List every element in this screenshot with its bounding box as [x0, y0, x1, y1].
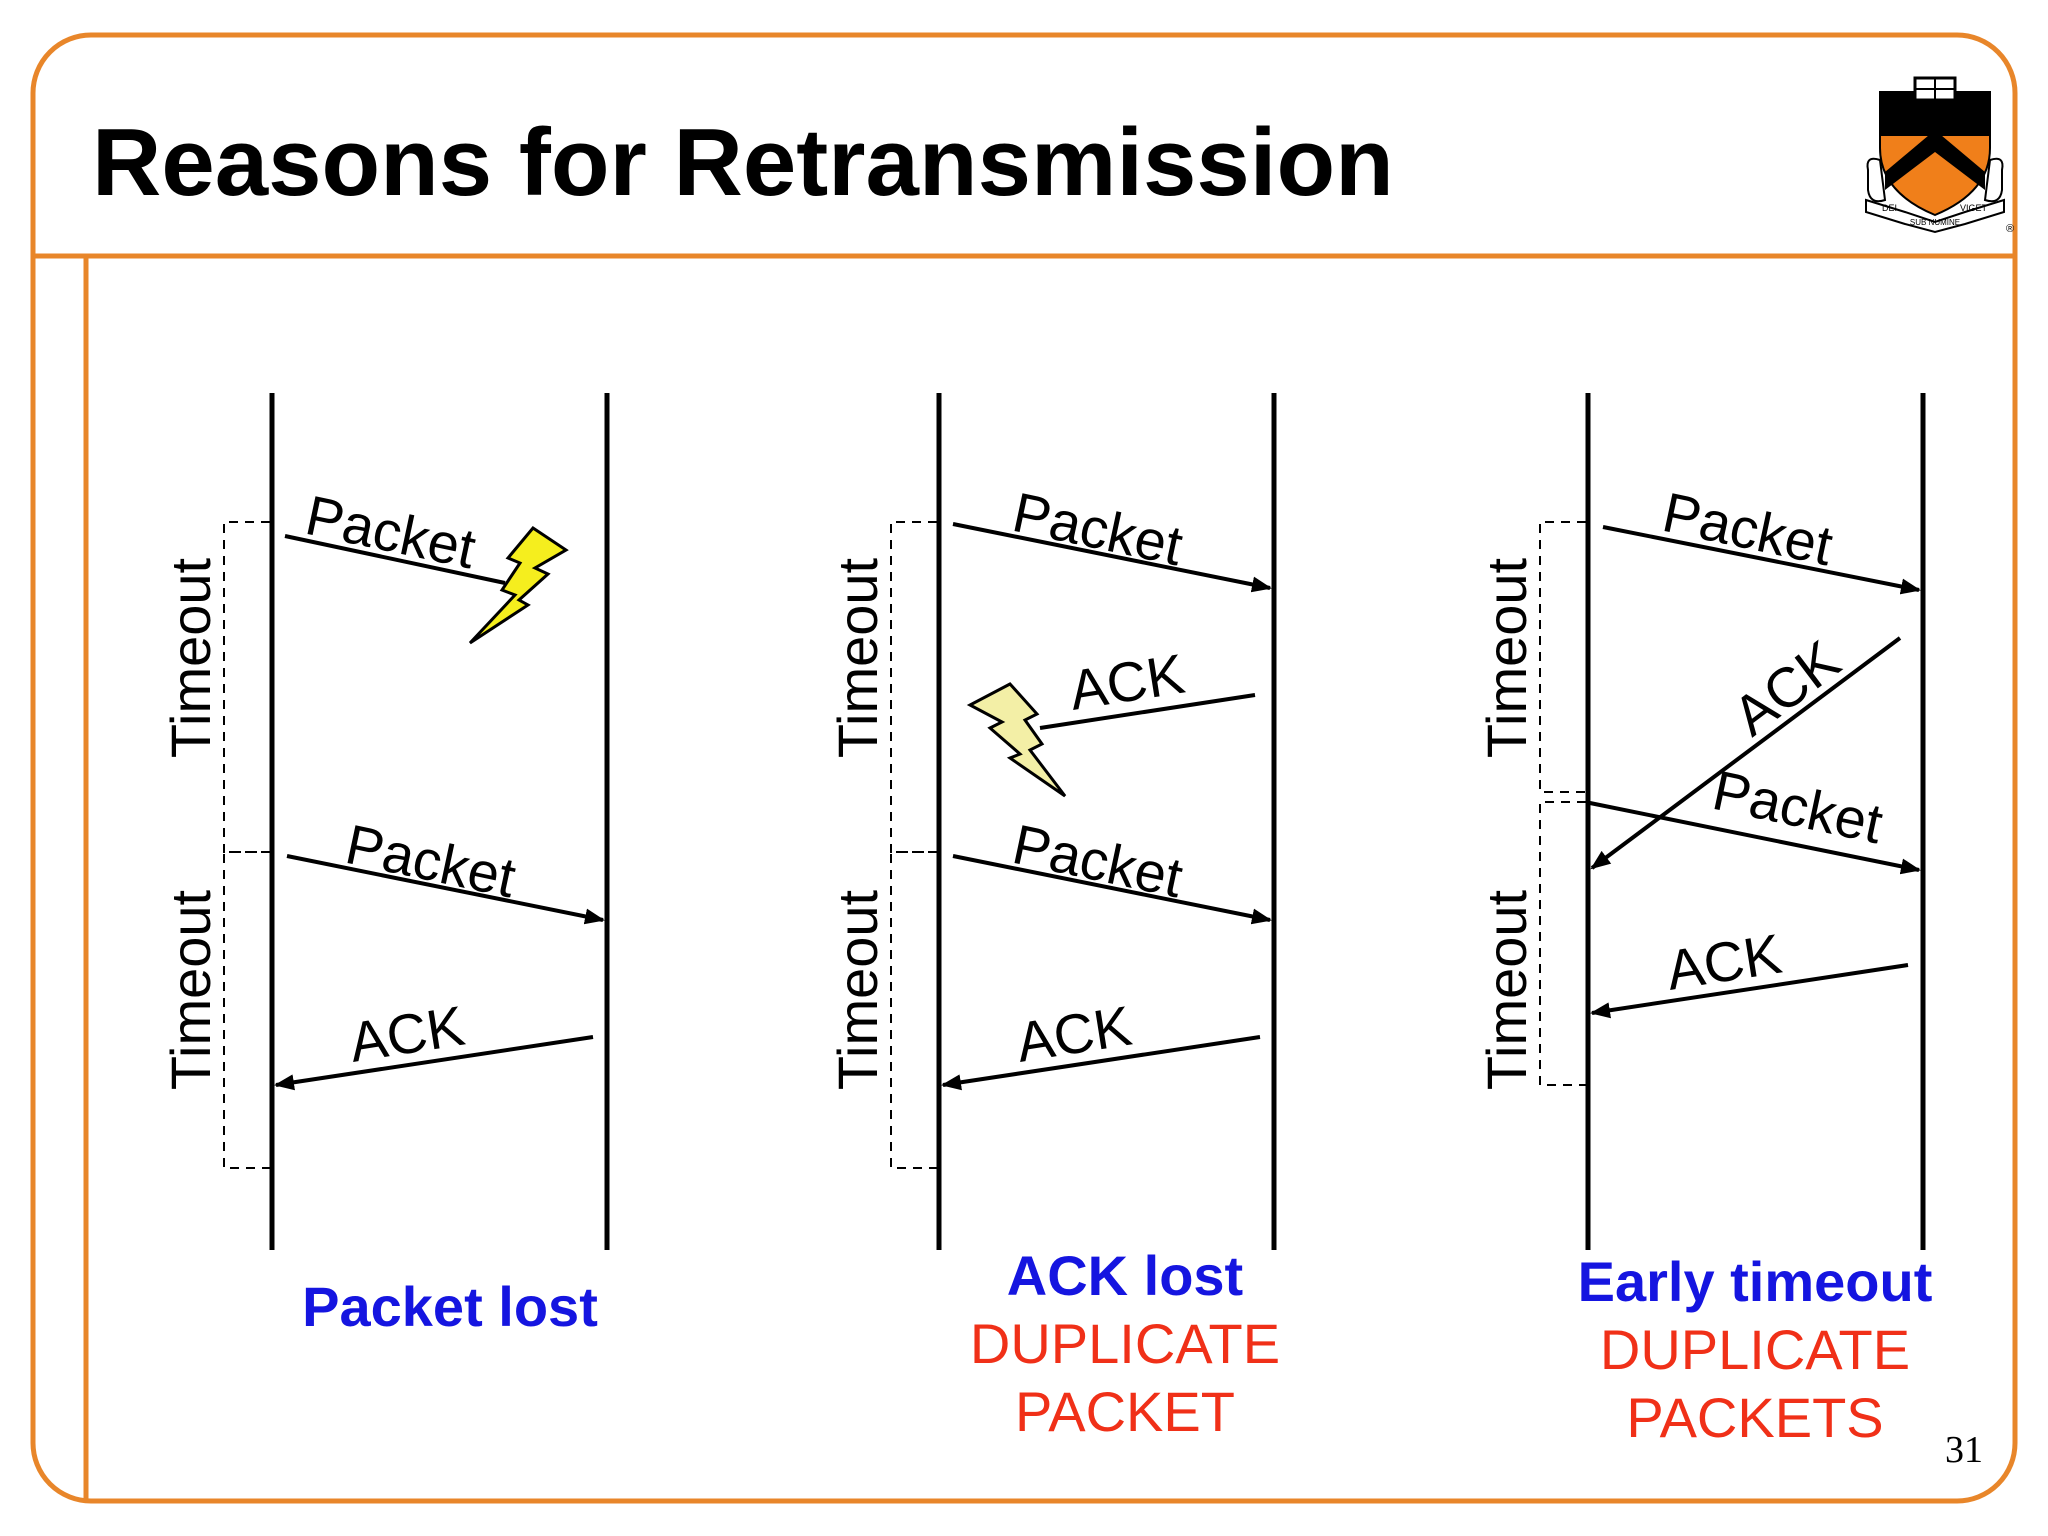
slide-title: Reasons for Retransmission	[92, 109, 1394, 216]
caption-subtitle: PACKETS	[1626, 1386, 1884, 1449]
packet-label: Packet	[301, 483, 482, 580]
frame-border	[30, 32, 2018, 1504]
ack-arrow	[1590, 636, 1902, 870]
lightning-bolt-icon	[966, 682, 1067, 798]
packet-arrow	[1602, 525, 1921, 595]
timeout-bracket	[890, 851, 937, 1169]
logo-registered-mark: ®	[2006, 223, 2014, 235]
logo-motto-left: DEI	[1882, 203, 1897, 213]
slide-frame	[30, 32, 2018, 1504]
lost-packet-arrow	[284, 534, 506, 585]
timeout-bracket	[890, 521, 937, 853]
timeout-label: Timeout	[1475, 557, 1538, 758]
ack-label: ACK	[1721, 628, 1851, 748]
retransmitted-packet-arrow	[286, 854, 605, 925]
packet-label: Packet	[1008, 812, 1189, 909]
scenario-early-timeout: Timeout Timeout Packet ACK Packet ACK	[1475, 393, 1926, 1250]
lost-ack-arrow	[1039, 693, 1256, 730]
ack-label: ACK	[345, 994, 469, 1074]
ack-label: ACK	[1012, 994, 1136, 1074]
timeout-label: Timeout	[826, 889, 889, 1090]
packet-label: Packet	[1008, 480, 1189, 577]
caption-ack-lost: ACK lost DUPLICATE PACKET	[925, 1242, 1325, 1446]
lightning-bolt-icon	[468, 526, 569, 645]
caption-title: Early timeout	[1577, 1250, 1933, 1313]
caption-subtitle: DUPLICATE	[1599, 1318, 1911, 1381]
caption-packet-lost: Packet lost	[300, 1273, 600, 1341]
timeout-bracket	[1539, 521, 1586, 793]
timeout-bracket	[1539, 801, 1586, 1086]
retransmitted-packet-arrow	[1589, 801, 1921, 875]
page-number: 31	[1945, 1429, 1983, 1471]
timeout-label: Timeout	[159, 557, 222, 758]
timeout-label: Timeout	[159, 889, 222, 1090]
ack-arrow	[1590, 963, 1909, 1019]
timeout-bracket	[223, 521, 270, 853]
caption-title: ACK lost	[1006, 1244, 1244, 1307]
timeout-label: Timeout	[826, 557, 889, 758]
scenario-packet-lost: Timeout Timeout Packet Packet ACK	[159, 393, 610, 1250]
packet-label: Packet	[1658, 480, 1839, 577]
caption-title: Packet lost	[302, 1275, 598, 1338]
scenario-ack-lost: Timeout Timeout Packet ACK Packet ACK	[826, 393, 1277, 1250]
timeout-bracket	[223, 851, 270, 1169]
caption-subtitle: PACKET	[1015, 1380, 1235, 1443]
packet-label: Packet	[341, 812, 522, 909]
logo-motto-center: SUB NUMINE	[1910, 218, 1960, 227]
caption-subtitle: DUPLICATE	[969, 1312, 1281, 1375]
logo-motto-right: VIGET	[1960, 203, 1988, 213]
packet-label: Packet	[1708, 758, 1889, 855]
ack-arrow	[941, 1035, 1261, 1091]
retransmitted-packet-arrow	[952, 854, 1272, 925]
packet-arrow	[952, 522, 1272, 593]
ack-arrow	[274, 1035, 594, 1091]
ack-label: ACK	[1662, 922, 1786, 1002]
university-shield-logo: DEI SUB NUMINE VIGET ®	[1865, 76, 2014, 235]
caption-early-timeout: Early timeout DUPLICATE PACKETS	[1545, 1248, 1965, 1452]
timeout-label: Timeout	[1475, 889, 1538, 1090]
